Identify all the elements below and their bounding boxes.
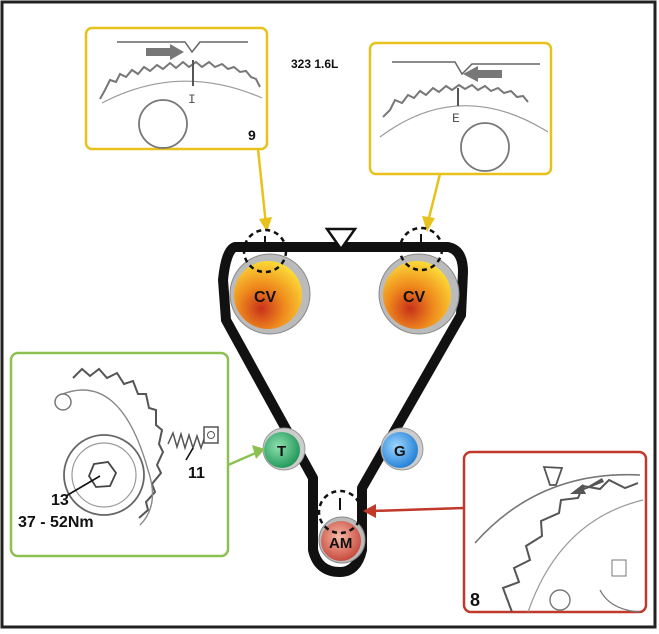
idler-pulley: G: [380, 427, 424, 471]
crank-pulley-label: AM: [329, 535, 352, 552]
right-cam-pulley: CV: [378, 253, 460, 335]
right-cam-sprocket-teeth: [382, 83, 529, 118]
right-cam-pointer-arrowhead-icon: [422, 216, 435, 232]
left-cam-detail-box: I 9: [84, 26, 269, 151]
crank-pointer-line: [371, 506, 465, 513]
left-cam-pulley-label: CV: [254, 289, 277, 306]
tensioner-pointer-line: [227, 450, 259, 467]
left-cam-pulley: CV: [229, 253, 311, 335]
right-cam-mark-circle: [398, 226, 444, 272]
engine-title: 323 1.6L: [291, 57, 338, 71]
left-cam-sprocket-teeth: [99, 60, 261, 100]
top-timing-mark-triangle-icon: [324, 227, 358, 252]
crank-pointer-arrowhead-icon: [363, 504, 376, 518]
left-cam-mark-circle: [242, 228, 288, 274]
tensioner-callout-number: 11: [188, 465, 205, 482]
tensioner-pointer-arrowhead-icon: [252, 445, 265, 459]
left-cam-pointer-arrowhead-icon: [259, 217, 272, 232]
tensioner-bolt-torque: 37 - 52Nm: [18, 514, 94, 531]
right-cam-pulley-label: CV: [403, 289, 426, 306]
tensioner-bolt-hex-icon: [87, 461, 118, 488]
crank-sprocket-teeth: [501, 478, 639, 613]
crank-mark-circle: [317, 489, 363, 535]
right-cam-pointer-line: [426, 173, 442, 223]
left-cam-arrow-icon: [146, 44, 184, 60]
tensioner-detail-box: 11 13 37 - 52Nm: [9, 351, 230, 558]
tensioner-spring-icon: [167, 430, 206, 451]
right-cam-arrow-icon: [463, 66, 502, 82]
left-cam-callout-number: 9: [248, 127, 256, 143]
tensioner-pulley: T: [262, 427, 306, 471]
tensioner-pulley-label: T: [277, 443, 286, 460]
left-cam-mark-label: I: [188, 92, 196, 107]
timing-belt: [218, 242, 468, 577]
left-cam-pointer-line: [256, 148, 268, 226]
crank-detail-box: 8: [462, 450, 648, 614]
right-cam-mark-label: E: [452, 111, 460, 126]
crank-arrow-icon: [570, 478, 604, 494]
right-cam-detail-box: E: [368, 41, 553, 176]
tensioner-bolt-callout-number: 13: [51, 492, 69, 509]
idler-pulley-label: G: [394, 443, 406, 460]
crank-callout-number: 8: [470, 590, 480, 610]
